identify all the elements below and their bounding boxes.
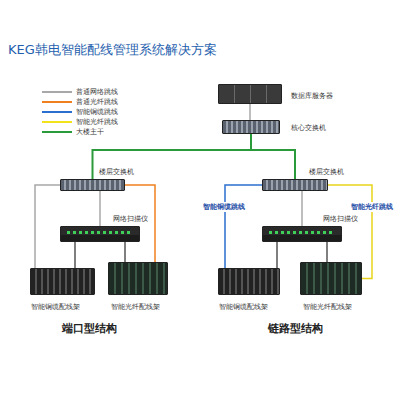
scanner-device: 网络扫描仪 [262, 226, 342, 242]
fiber-device: 智能光纤配线架 [108, 262, 168, 295]
structure-caption: 链路型结构 [268, 322, 323, 336]
cable-connector [249, 104, 251, 120]
server-device: 数据库服务器 [218, 84, 282, 104]
legend-text: 智能光纤跳线 [76, 118, 118, 127]
cable-connector [74, 242, 76, 268]
legend-swatch [42, 131, 72, 133]
device-label: 楼层交换机 [309, 168, 344, 177]
cable-connector [276, 242, 278, 268]
device-label: 数据库服务器 [291, 92, 333, 101]
fiber-device: 智能光纤配线架 [300, 262, 362, 295]
device-label: 核心交换机 [291, 124, 326, 133]
legend-swatch [42, 101, 72, 103]
cable-connector [125, 185, 155, 262]
scanner-device: 网络扫描仪 [60, 226, 140, 242]
legend-text: 智能铜缆跳线 [76, 108, 118, 117]
structure-caption: 端口型结构 [62, 322, 117, 336]
cable-label: 智能铜缆跳线 [202, 202, 246, 212]
device-label: 智能铜缆配线架 [31, 303, 80, 312]
device-label: 智能光纤配线架 [111, 303, 160, 312]
diagram-title: KEG韩电智能配线管理系统解决方案 [8, 42, 217, 58]
switch-device: 楼层交换机 [262, 179, 328, 191]
legend-text: 普通光纤跳线 [76, 98, 118, 107]
scanner-led-strip [67, 231, 133, 234]
cable-label: 智能光纤跳线 [350, 202, 394, 212]
device-label: 智能光纤配线架 [303, 303, 352, 312]
device-label: 网络扫描仪 [113, 215, 148, 224]
device-label: 网络扫描仪 [323, 215, 358, 224]
cable-connector [301, 191, 303, 226]
cable-connector [93, 134, 252, 179]
legend-swatch [42, 111, 72, 113]
legend-text: 大楼主干 [76, 128, 104, 137]
cable-connector [35, 185, 60, 268]
legend-swatch [42, 121, 72, 123]
cable-connector [326, 242, 328, 262]
switch-device: 楼层交换机 [60, 179, 125, 191]
device-label: 楼层交换机 [99, 168, 134, 177]
cable-connector [99, 191, 101, 226]
legend-swatch [42, 91, 72, 93]
copper-device: 智能铜缆配线架 [218, 268, 280, 295]
device-label: 智能铜缆配线架 [219, 303, 268, 312]
cable-connector [225, 185, 262, 268]
scanner-led-strip [269, 231, 335, 234]
copper-device: 智能铜缆配线架 [30, 268, 95, 295]
switch-device: 核心交换机 [222, 120, 280, 134]
cable-connector [251, 134, 295, 179]
cable-connector [124, 242, 126, 262]
legend-text: 普通网络跳线 [76, 88, 118, 97]
